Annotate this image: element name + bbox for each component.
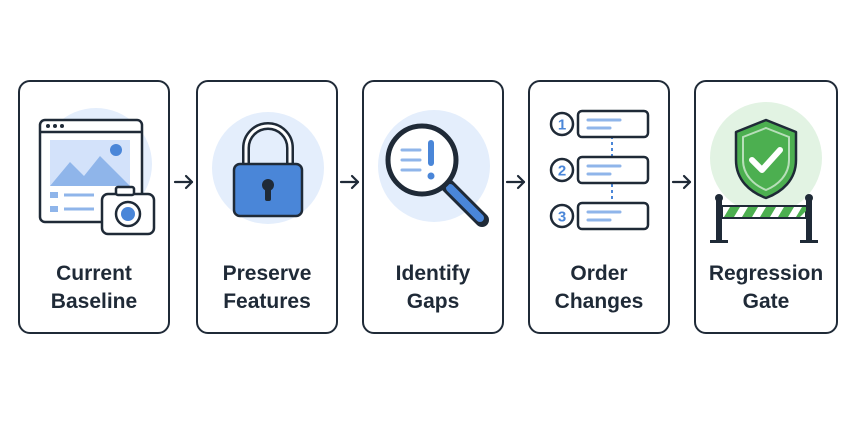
arrow-right-icon bbox=[173, 174, 194, 190]
step-label: Current Baseline bbox=[20, 260, 168, 316]
step-card-preserve-features: Preserve Features bbox=[196, 80, 338, 334]
list-number-2: 2 bbox=[558, 163, 566, 180]
step-label-line2: Changes bbox=[554, 290, 644, 313]
arrow-right-icon bbox=[505, 174, 526, 190]
shield-barrier-icon bbox=[696, 82, 836, 252]
step-label-line2: Gate bbox=[742, 290, 790, 313]
step-label: Identify Gaps bbox=[364, 260, 502, 316]
arrow-right-icon bbox=[339, 174, 360, 190]
step-card-regression-gate: Regression Gate bbox=[694, 80, 838, 334]
step-card-order-changes: 1 2 3 Order Changes bbox=[528, 80, 670, 334]
step-label-line2: Gaps bbox=[406, 290, 460, 313]
padlock-icon bbox=[198, 82, 336, 252]
step-label-line2: Baseline bbox=[50, 290, 138, 313]
step-label: Preserve Features bbox=[198, 260, 336, 316]
step-card-identify-gaps: Identify Gaps bbox=[362, 80, 504, 334]
list-row-3: 3 bbox=[549, 201, 650, 231]
browser-camera-icon bbox=[20, 82, 168, 252]
step-label-line1: Identify bbox=[395, 262, 471, 285]
list-row-1: 1 bbox=[549, 109, 650, 139]
step-label-line1: Regression bbox=[708, 262, 824, 285]
magnifier-alert-icon bbox=[364, 82, 502, 252]
list-row-2: 2 bbox=[549, 155, 650, 185]
step-label-line2: Features bbox=[223, 290, 311, 313]
step-label: Regression Gate bbox=[696, 260, 836, 316]
arrow-right-icon bbox=[671, 174, 692, 190]
list-number-1: 1 bbox=[558, 117, 566, 134]
step-label: Order Changes bbox=[530, 260, 668, 316]
step-label-line1: Current bbox=[56, 262, 132, 285]
numbered-list-icon: 1 2 3 bbox=[530, 82, 668, 252]
step-label-line1: Preserve bbox=[222, 262, 312, 285]
step-label-line1: Order bbox=[570, 262, 628, 285]
step-card-current-baseline: Current Baseline bbox=[18, 80, 170, 334]
list-number-3: 3 bbox=[558, 209, 566, 226]
